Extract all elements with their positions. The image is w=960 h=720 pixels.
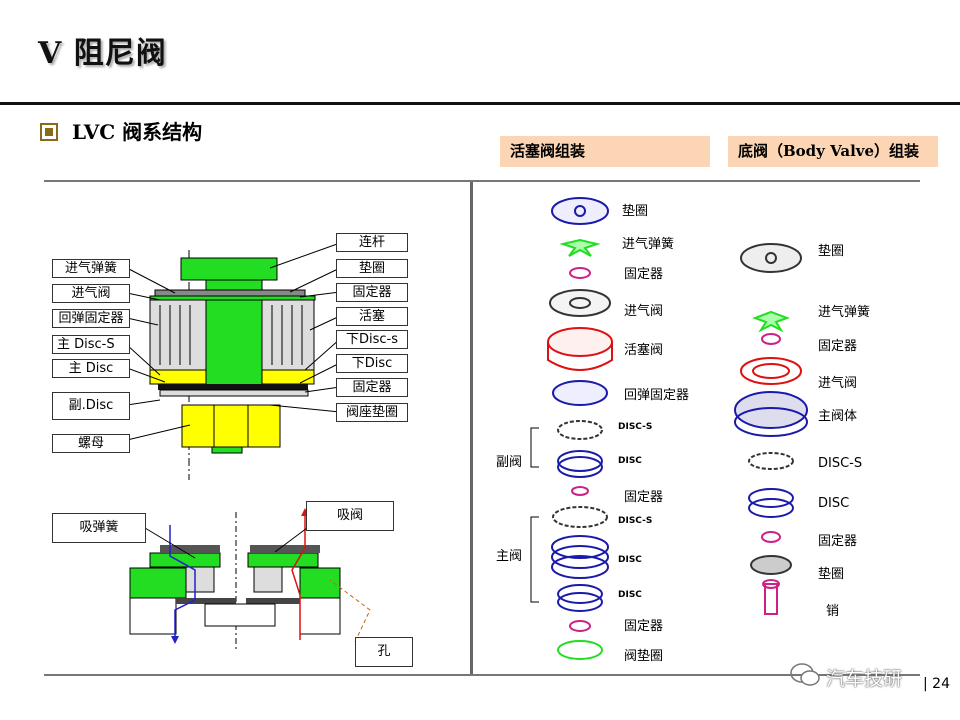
panel-divider [470, 182, 473, 674]
piston-part-washer: 垫圈 [622, 204, 649, 219]
content-bottom-rule [44, 674, 920, 676]
piston-part-piston-valve: 活塞阀 [624, 343, 664, 358]
watermark-text: 汽车技研 [826, 668, 903, 690]
base-part-main-body: 主阀体 [818, 409, 858, 424]
piston-part-retainer-3: 固定器 [624, 619, 664, 634]
base-part-pin: 销 [826, 604, 840, 619]
piston-part-disc-s-1: DISC-S [618, 422, 653, 432]
page-number: | 24 [923, 676, 950, 692]
callout-intake-valve: 进气阀 [52, 284, 130, 303]
callout-rebound-retainer: 回弹固定器 [52, 309, 130, 328]
piston-part-retainer-1: 固定器 [624, 267, 664, 282]
callout-seat-washer: 阀座垫圈 [336, 403, 408, 422]
piston-part-rebound-retainer: 回弹固定器 [624, 388, 690, 403]
callout-retainer-2: 固定器 [336, 378, 408, 397]
base-part-washer-2: 垫圈 [818, 567, 845, 582]
piston-part-disc-2: DISC [618, 555, 642, 565]
exploded-view-diagrams [530, 197, 808, 660]
callout-main-disc: 主 Disc [52, 359, 130, 378]
piston-part-disc-1: DISC [618, 456, 642, 466]
piston-part-intake-spring: 进气弹簧 [622, 237, 675, 252]
base-part-intake-valve: 进气阀 [818, 376, 858, 391]
piston-part-intake-valve: 进气阀 [624, 304, 664, 319]
callout-intake-spring: 进气弹簧 [52, 259, 130, 278]
callout-sub-disc: 副.Disc [52, 392, 130, 420]
base-part-retainer-1: 固定器 [818, 339, 858, 354]
base-part-disc: DISC [818, 496, 850, 511]
callout-nut: 螺母 [52, 434, 130, 453]
page-number-value: 24 [932, 676, 950, 692]
page-title: V 阻尼阀 [38, 36, 167, 71]
valve-cross-section-diagram [126, 242, 371, 650]
callout-suction-spring: 吸弹簧 [52, 513, 146, 543]
content-top-rule [44, 180, 920, 182]
piston-part-disc-3: DISC [618, 590, 642, 600]
wechat-watermark-icon [790, 663, 820, 686]
base-part-washer: 垫圈 [818, 244, 845, 259]
callout-main-disc-s: 主 Disc-S [52, 335, 130, 354]
piston-part-seat-washer: 阀垫圈 [624, 649, 664, 664]
group-label-sub-valve: 副阀 [496, 455, 523, 470]
callout-retainer-1: 固定器 [336, 283, 408, 302]
base-part-retainer-2: 固定器 [818, 534, 858, 549]
callout-lower-disc: 下Disc [336, 354, 408, 373]
callout-hole: 孔 [355, 637, 413, 667]
base-part-intake-spring: 进气弹簧 [818, 305, 871, 320]
piston-part-disc-s-2: DISC-S [618, 516, 653, 526]
callout-rod: 连杆 [336, 233, 408, 252]
piston-assembly-header: 活塞阀组装 [500, 136, 710, 167]
section-subtitle: LVC 阀系结构 [72, 120, 203, 144]
piston-part-retainer-2: 固定器 [624, 490, 664, 505]
callout-suction-valve: 吸阀 [306, 501, 394, 531]
callout-piston: 活塞 [336, 307, 408, 326]
callout-washer: 垫圈 [336, 259, 408, 278]
base-part-disc-s: DISC-S [818, 456, 863, 471]
callout-lower-disc-s: 下Disc-s [336, 330, 408, 349]
title-divider [0, 102, 960, 105]
base-valve-header: 底阀（Body Valve）组装 [728, 136, 938, 167]
group-label-main-valve: 主阀 [496, 549, 523, 564]
bullet-square-icon [40, 123, 58, 141]
